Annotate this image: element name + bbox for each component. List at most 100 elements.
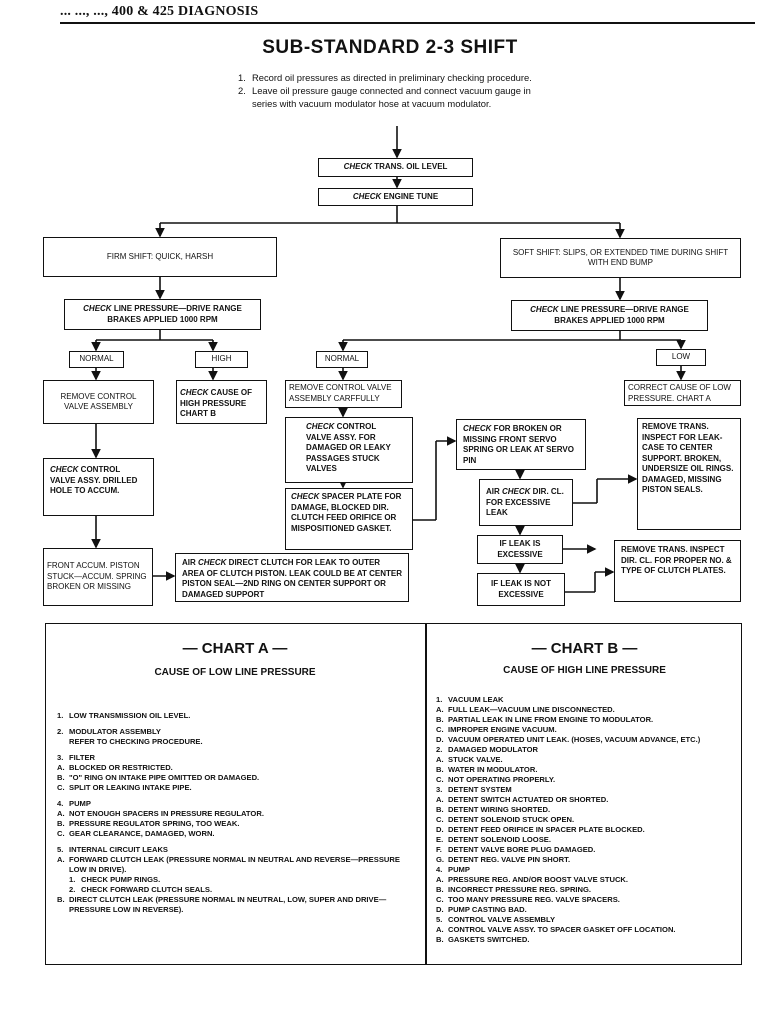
- item-number: 2.: [436, 745, 443, 754]
- item-number: A.: [436, 705, 444, 714]
- item-number: C.: [436, 775, 444, 784]
- list-item: 5.CONTROL VALVE ASSEMBLY: [436, 915, 738, 925]
- item-text: DETENT WIRING SHORTED.: [448, 805, 551, 814]
- list-subitem: C.IMPROPER ENGINE VACUUM.: [436, 725, 738, 735]
- item-number: B.: [436, 765, 444, 774]
- remove-trans-inspect-leak-box: REMOVE TRANS. INSPECT FOR LEAK-CASE TO C…: [637, 418, 741, 530]
- chart-b-subtitle: CAUSE OF HIGH LINE PRESSURE: [503, 665, 666, 676]
- item-text: CHECK FORWARD CLUTCH SEALS.: [81, 885, 213, 894]
- item-number: B.: [436, 805, 444, 814]
- item-text: BLOCKED OR RESTRICTED.: [69, 763, 173, 772]
- item-number: F.: [436, 845, 442, 854]
- item-text: INCORRECT PRESSURE REG. SPRING.: [448, 885, 592, 894]
- item-text: STUCK VALVE.: [448, 755, 503, 764]
- item-text: CHECK PUMP RINGS.: [81, 875, 161, 884]
- charts-divider: [425, 623, 427, 965]
- item-text: PRESSURE REG. AND/OR BOOST VALVE STUCK.: [448, 875, 629, 884]
- item-text: "O" RING ON INTAKE PIPE OMITTED OR DAMAG…: [69, 773, 260, 782]
- check-front-servo-box: CHECK FOR BROKEN OR MISSING FRONT SERVO …: [456, 419, 586, 470]
- item-number: 1.: [69, 875, 76, 884]
- list-subitem: B. PRESSURE REGULATOR SPRING, TOO WEAK.: [57, 819, 412, 829]
- item-text: PUMP: [69, 799, 91, 808]
- item-text: SPLIT OR LEAKING INTAKE PIPE.: [69, 783, 192, 792]
- list-subitem: B. INCORRECT PRESSURE REG. SPRING.: [436, 885, 738, 895]
- item-number: 4.: [436, 865, 443, 874]
- instruction-item: 2.Leave oil pressure gauge connected and…: [238, 84, 558, 110]
- line-pressure-right-box: CHECK LINE PRESSURE—DRIVE RANGE BRAKES A…: [511, 300, 708, 331]
- list-subitem: C. SPLIT OR LEAKING INTAKE PIPE.: [57, 783, 412, 793]
- air-check-dir-cl-box: AIR CHECK DIR. CL. FOR EXCESSIVE LEAK: [479, 479, 573, 526]
- list-subitem: G.DETENT REG. VALVE PIN SHORT.: [436, 855, 738, 865]
- item-number: 3.: [436, 785, 443, 794]
- item-text: PUMP: [448, 865, 470, 874]
- item-number: 3.: [57, 753, 64, 762]
- normal-right-box: NORMAL: [316, 351, 368, 368]
- list-subitem: A.FORWARD CLUTCH LEAK (PRESSURE NORMAL I…: [57, 855, 412, 875]
- check-high-pressure-box: CHECK CAUSE OF HIGH PRESSURE CHART B: [176, 380, 267, 424]
- check-engine-tune-box: CHECK ENGINE TUNE: [318, 188, 473, 206]
- item-number: 4.: [57, 799, 64, 808]
- item-text: DETENT REG. VALVE PIN SHORT.: [448, 855, 571, 864]
- list-subitem: A.DETENT SWITCH ACTUATED OR SHORTED.: [436, 795, 738, 805]
- item-text: WATER IN MODULATOR.: [448, 765, 538, 774]
- item-text: GASKETS SWITCHED.: [448, 935, 530, 944]
- list-item: 2. MODULATOR ASSEMBLY: [57, 727, 412, 737]
- list-subitem: C.GEAR CLEARANCE, DAMAGED, WORN.: [57, 829, 412, 839]
- remove-trans-inspect-clutch-box: REMOVE TRANS. INSPECT DIR. CL. FOR PROPE…: [614, 540, 741, 602]
- list-item: 3.FILTER: [57, 753, 412, 763]
- item-text: MODULATOR ASSEMBLY: [69, 727, 161, 736]
- item-number: C.: [57, 783, 65, 792]
- list-group: 1.LOW TRANSMISSION OIL LEVEL.: [57, 711, 412, 721]
- list-item-note: REFER TO CHECKING PROCEDURE.: [69, 737, 203, 746]
- item-number: D.: [436, 825, 444, 834]
- high-box: HIGH: [195, 351, 248, 368]
- item-text: NOT ENOUGH SPACERS IN PRESSURE REGULATOR…: [69, 809, 264, 818]
- list-subitem: D.PUMP CASTING BAD.: [436, 905, 738, 915]
- item-number: 5.: [57, 845, 64, 854]
- item-number: B.: [57, 819, 65, 828]
- item-number: C.: [436, 815, 444, 824]
- chart-a-title: — CHART A —: [182, 640, 288, 657]
- line-pressure-left-box: CHECK LINE PRESSURE—DRIVE RANGE BRAKES A…: [64, 299, 261, 330]
- if-leak-excessive-box: IF LEAK IS EXCESSIVE: [477, 535, 563, 564]
- remove-control-valve-carefully-box: REMOVE CONTROL VALVE ASSEMBLY CARFFULLY: [285, 380, 402, 408]
- item-text: DETENT FEED ORIFICE IN SPACER PLATE BLOC…: [448, 825, 645, 834]
- page-header: ... ..., ..., 400 & 425 DIAGNOSIS: [60, 4, 259, 19]
- item-text: IMPROPER ENGINE VACUUM.: [448, 725, 557, 734]
- list-subitem: E.DETENT SOLENOID LOOSE.: [436, 835, 738, 845]
- list-subitem: A.CONTROL VALVE ASSY. TO SPACER GASKET O…: [436, 925, 738, 935]
- list-subsubitem: 2.CHECK FORWARD CLUTCH SEALS.: [69, 885, 412, 895]
- item-text: DIRECT CLUTCH LEAK (PRESSURE NORMAL IN N…: [69, 895, 387, 914]
- page-title: SUB-STANDARD 2-3 SHIFT: [262, 37, 518, 58]
- item-number: A.: [436, 755, 444, 764]
- item-text: DETENT VALVE BORE PLUG DAMAGED.: [448, 845, 596, 854]
- list-item: 1.LOW TRANSMISSION OIL LEVEL.: [57, 711, 412, 721]
- item-number: D.: [436, 735, 444, 744]
- list-subitem: B.PARTIAL LEAK IN LINE FROM ENGINE TO MO…: [436, 715, 738, 725]
- item-number: A.: [436, 925, 444, 934]
- list-subitem: D. DETENT FEED ORIFICE IN SPACER PLATE BL…: [436, 825, 738, 835]
- item-text: PUMP CASTING BAD.: [448, 905, 527, 914]
- item-text: VACUUM OPERATED UNIT LEAK. (HOSES, VACUU…: [448, 735, 701, 744]
- header-rule: [60, 22, 755, 24]
- item-number: B.: [436, 885, 444, 894]
- item-text: TOO MANY PRESSURE REG. VALVE SPACERS.: [448, 895, 620, 904]
- list-subitem: A. FULL LEAK—VACUUM LINE DISCONNECTED.: [436, 705, 738, 715]
- item-text: CONTROL VALVE ASSEMBLY: [448, 915, 556, 924]
- instructions-list: 1.Record oil pressures as directed in pr…: [238, 71, 558, 110]
- item-text: PRESSURE REGULATOR SPRING, TOO WEAK.: [69, 819, 240, 828]
- soft-shift-box: SOFT SHIFT: SLIPS, OR EXTENDED TIME DURI…: [500, 238, 741, 278]
- item-number: 2.: [57, 727, 64, 736]
- item-text: DETENT SOLENOID LOOSE.: [448, 835, 551, 844]
- item-number: C.: [436, 895, 444, 904]
- list-item: 4. PUMP: [436, 865, 738, 875]
- instruction-item: 1.Record oil pressures as directed in pr…: [238, 71, 558, 84]
- item-text: VACUUM LEAK: [448, 695, 504, 704]
- item-text: DETENT SYSTEM: [448, 785, 512, 794]
- list-item: 1.VACUUM LEAK: [436, 695, 738, 705]
- item-text: FULL LEAK—VACUUM LINE DISCONNECTED.: [448, 705, 615, 714]
